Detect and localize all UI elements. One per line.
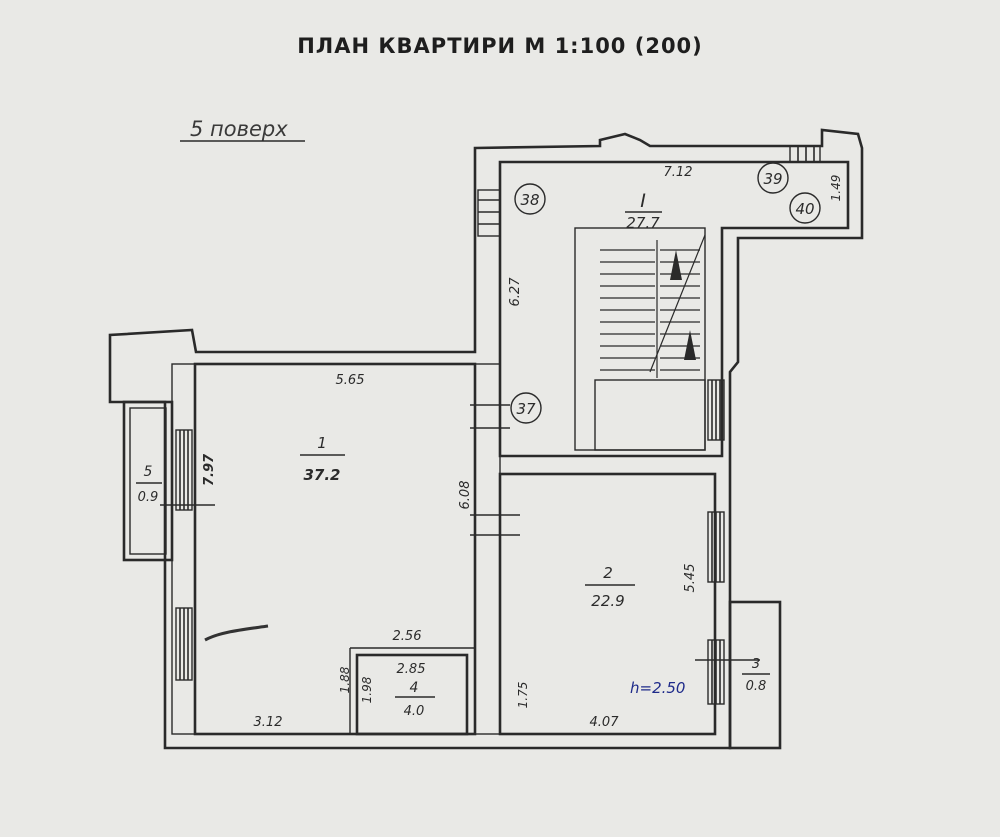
dimension-1-49: 1.49 <box>829 175 843 202</box>
pencil-scribble <box>204 624 269 642</box>
dimension-3-12: 3.12 <box>254 715 283 730</box>
room-4-number: 4 <box>410 680 419 696</box>
dimension-1-98: 1.98 <box>360 676 374 703</box>
floor-label: 5 поверх <box>190 117 288 141</box>
window-stairwell-top <box>789 145 821 163</box>
window-right-lower <box>707 639 725 705</box>
dimension-2-56: 2.56 <box>393 629 422 644</box>
room-4-area: 4.0 <box>404 704 425 719</box>
dimension-4-07: 4.07 <box>590 715 620 730</box>
stair-landing <box>594 379 706 451</box>
apartment-37-label: 37 <box>516 400 536 418</box>
ceiling-height-note: h=2.50 <box>630 679 685 697</box>
apartment-37-circle <box>510 392 542 424</box>
apartment-38-label: 38 <box>520 191 539 209</box>
room-I-number: I <box>640 190 646 212</box>
room-1-number: 1 <box>317 434 327 452</box>
dimension-7-97: 7.97 <box>202 453 217 486</box>
partition-wall <box>474 363 501 735</box>
stair-diagonal <box>649 234 706 373</box>
plan-title: ПЛАН КВАРТИРИ М 1:100 (200) <box>297 34 703 58</box>
dimension-6-08: 6.08 <box>458 481 473 510</box>
window-right-middle <box>707 511 725 583</box>
dimension-2-85: 2.85 <box>397 662 426 677</box>
loggia-5-inner-wall <box>129 407 167 555</box>
apartment-38-circle <box>514 183 546 215</box>
room-5-area: 0.9 <box>138 490 159 505</box>
window-right-upper <box>707 379 725 441</box>
balcony-3-wall <box>728 600 782 750</box>
room-1-area: 37.2 <box>303 466 340 484</box>
dimension-5-65: 5.65 <box>336 373 365 388</box>
room-3-area: 0.8 <box>746 679 767 694</box>
dimension-1-75: 1.75 <box>516 682 530 709</box>
room-4-wall <box>355 653 469 736</box>
room-2-area: 22.9 <box>591 592 624 610</box>
apartment-39-circle <box>757 162 789 194</box>
window-left-lower <box>175 607 193 681</box>
apartment-40-circle <box>789 192 821 224</box>
stair-arrow-up-2 <box>684 330 696 360</box>
window-left-upper <box>175 429 193 511</box>
stairwell-outer-wall <box>108 128 864 750</box>
dimension-5-45: 5.45 <box>683 564 698 593</box>
room-2-number: 2 <box>603 564 613 582</box>
apartment-39-label: 39 <box>763 170 782 188</box>
room-5-number: 5 <box>144 464 153 480</box>
left-wall <box>171 363 196 735</box>
room-3-number: 3 <box>752 657 760 672</box>
window-stairwell-left <box>477 189 501 237</box>
dimension-1-88: 1.88 <box>338 666 352 693</box>
room-I-area: 27.7 <box>626 214 660 232</box>
dimension-6-27: 6.27 <box>508 277 523 307</box>
stair-arrow-up <box>670 250 682 280</box>
room-1-inner-wall <box>193 362 477 736</box>
dimension-7-12: 7.12 <box>664 165 693 180</box>
apartment-40-label: 40 <box>795 200 814 218</box>
